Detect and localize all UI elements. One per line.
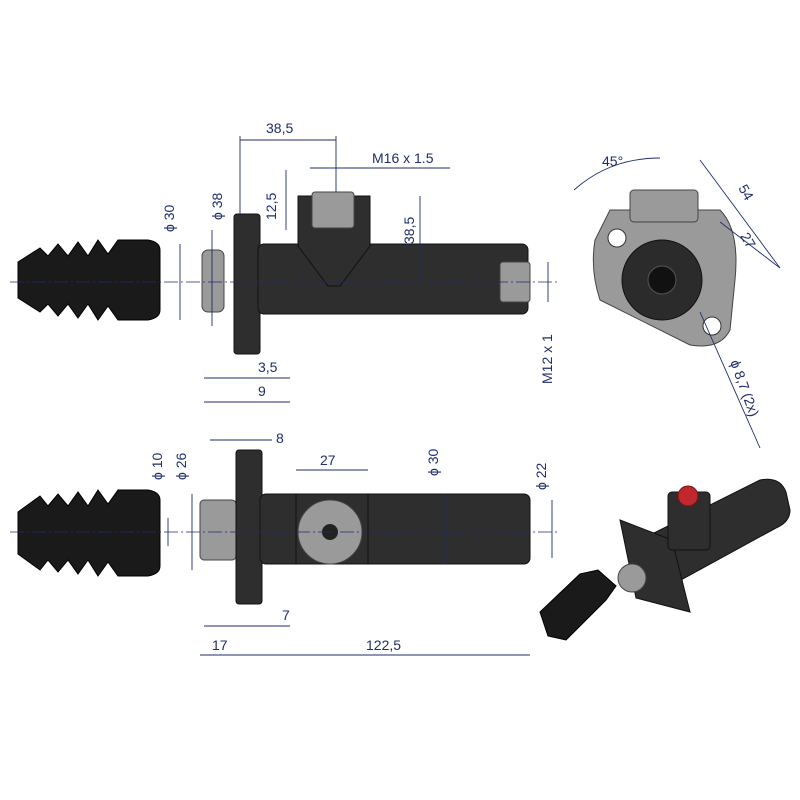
label-38-5-vert: 38,5 — [401, 217, 417, 244]
label-dia-30-bottom: ϕ 30 — [425, 448, 441, 476]
dim-leader-hole — [699, 311, 761, 449]
diameter-symbol: ϕ — [209, 212, 225, 220]
bottom-flange — [235, 449, 263, 605]
diameter-symbol: ϕ — [161, 224, 177, 232]
label-9: 9 — [258, 383, 266, 399]
dia-30-bottom-value: 30 — [425, 448, 441, 464]
flange-hex-port — [629, 189, 699, 223]
dia-38-value: 38 — [209, 192, 225, 208]
label-122-5: 122,5 — [366, 637, 401, 653]
top-flange — [233, 213, 261, 355]
dia-22-value: 22 — [533, 462, 549, 478]
dim-arc-45 — [573, 157, 661, 191]
label-7: 7 — [282, 607, 290, 623]
top-thread-insert — [311, 191, 355, 229]
label-12-5: 12,5 — [263, 193, 279, 220]
label-8: 8 — [276, 430, 284, 446]
top-view: 38,5 M16 x 1.5 12,5 38,5 ϕ 30 ϕ 38 3,5 9… — [10, 120, 560, 403]
bottom-push-rod-seat — [199, 499, 237, 561]
dim-line-54 — [699, 159, 781, 269]
label-38-5-top: 38,5 — [266, 120, 293, 136]
bottom-rubber-boot — [17, 489, 161, 577]
flange-view: 45° 54 27 ϕ 8,7 (2x) — [573, 153, 781, 449]
label-45: 45° — [602, 153, 623, 169]
label-3-5: 3,5 — [258, 359, 278, 375]
label-dia-10: ϕ 10 — [149, 452, 165, 480]
diameter-symbol: ϕ — [533, 482, 549, 490]
label-27-center: 27 — [320, 452, 336, 468]
label-hole-dia: ϕ 8,7 (2x) — [727, 358, 762, 419]
diameter-symbol: ϕ — [727, 358, 745, 371]
iso-red-seal — [677, 485, 699, 507]
diameter-symbol: ϕ — [149, 472, 165, 480]
flange-hole-bottom — [702, 316, 722, 336]
flange-piston — [647, 265, 677, 295]
dia-10-value: 10 — [149, 452, 165, 468]
dia-30-top-value: 30 — [161, 204, 177, 220]
diameter-symbol: ϕ — [173, 472, 189, 480]
top-rubber-boot — [17, 239, 161, 321]
bottom-view: ϕ 10 ϕ 26 8 27 ϕ 30 ϕ 22 7 17 122,5 — [10, 430, 560, 656]
label-dia-30-top: ϕ 30 — [161, 204, 177, 232]
dia-26-value: 26 — [173, 452, 189, 468]
label-dia-22: ϕ 22 — [533, 462, 549, 490]
isometric-view — [539, 478, 791, 641]
label-m12: M12 x 1 — [539, 334, 555, 384]
label-dia-26: ϕ 26 — [173, 452, 189, 480]
diameter-symbol: ϕ — [425, 468, 441, 476]
flange-hole-top — [607, 228, 627, 248]
label-54: 54 — [735, 182, 757, 204]
iso-push-rod-ring — [617, 563, 647, 593]
top-main-body — [257, 243, 529, 315]
iso-rubber-boot — [539, 569, 617, 641]
label-dia-38: ϕ 38 — [209, 192, 225, 220]
label-17: 17 — [212, 637, 228, 653]
top-seal-ring — [201, 249, 225, 313]
label-m16: M16 x 1.5 — [372, 150, 434, 166]
dim-line-27-side — [719, 221, 781, 269]
iso-body — [639, 478, 791, 587]
label-27-side: 27 — [737, 230, 759, 252]
